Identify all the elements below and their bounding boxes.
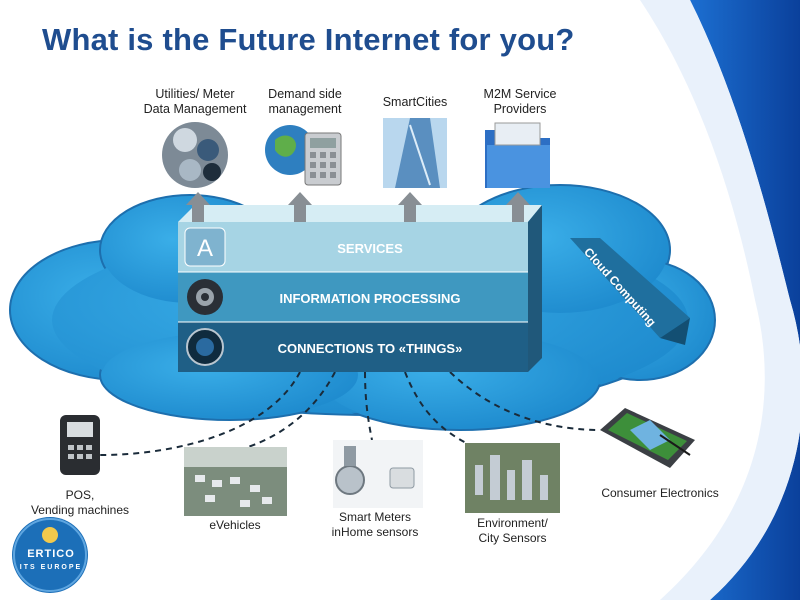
device-label-consumer-electronics: Consumer Electronics: [601, 486, 719, 500]
layer-stack: [178, 205, 542, 372]
app-label-demand-side: Demand side management: [268, 87, 342, 116]
page-title: What is the Future Internet for you?: [42, 22, 575, 57]
tablet-icon: [600, 408, 695, 468]
connections-label: CONNECTIONS TO «THINGS»: [277, 341, 463, 356]
information-processing-label: INFORMATION PROCESSING: [279, 291, 461, 306]
processing-layer: [178, 272, 528, 322]
services-label: SERVICES: [337, 241, 403, 256]
background-swoosh: [640, 0, 800, 600]
services-layer: [178, 222, 528, 272]
meter-data-icon: [162, 122, 228, 188]
city-icon: [465, 443, 560, 513]
globe-calculator-icon: [265, 125, 342, 186]
svg-text:A: A: [197, 235, 213, 262]
traffic-icon: [184, 447, 287, 516]
pos-terminal-icon: [60, 415, 100, 475]
cloud-computing-ribbon: [570, 238, 690, 345]
device-connectors: [99, 371, 601, 456]
smart-meter-icon: [333, 440, 423, 508]
app-label-m2m: M2M Service Providers: [483, 87, 557, 116]
logo-name: ERTICO: [27, 548, 75, 560]
upward-arrows: [186, 192, 530, 222]
app-label-smartcities: SmartCities: [382, 95, 448, 109]
globe-network-icon: [186, 328, 224, 366]
gear-icon: [187, 279, 223, 315]
device-label-pos: POS, Vending machines: [30, 488, 130, 517]
ertico-logo: [12, 517, 88, 593]
device-label-environment: Environment/ City Sensors: [477, 516, 548, 545]
skyscraper-icon: [383, 118, 447, 188]
device-label-smart-meters: Smart Meters inHome sensors: [331, 510, 419, 539]
app-label-utilities: Utilities/ Meter Data Management: [143, 87, 247, 116]
device-label-evehicles: eVehicles: [209, 518, 261, 532]
connections-layer: [178, 322, 528, 372]
folder-icon: [485, 122, 550, 188]
app-store-icon: A: [184, 227, 226, 267]
logo-tagline: ITS EUROPE: [19, 564, 83, 571]
